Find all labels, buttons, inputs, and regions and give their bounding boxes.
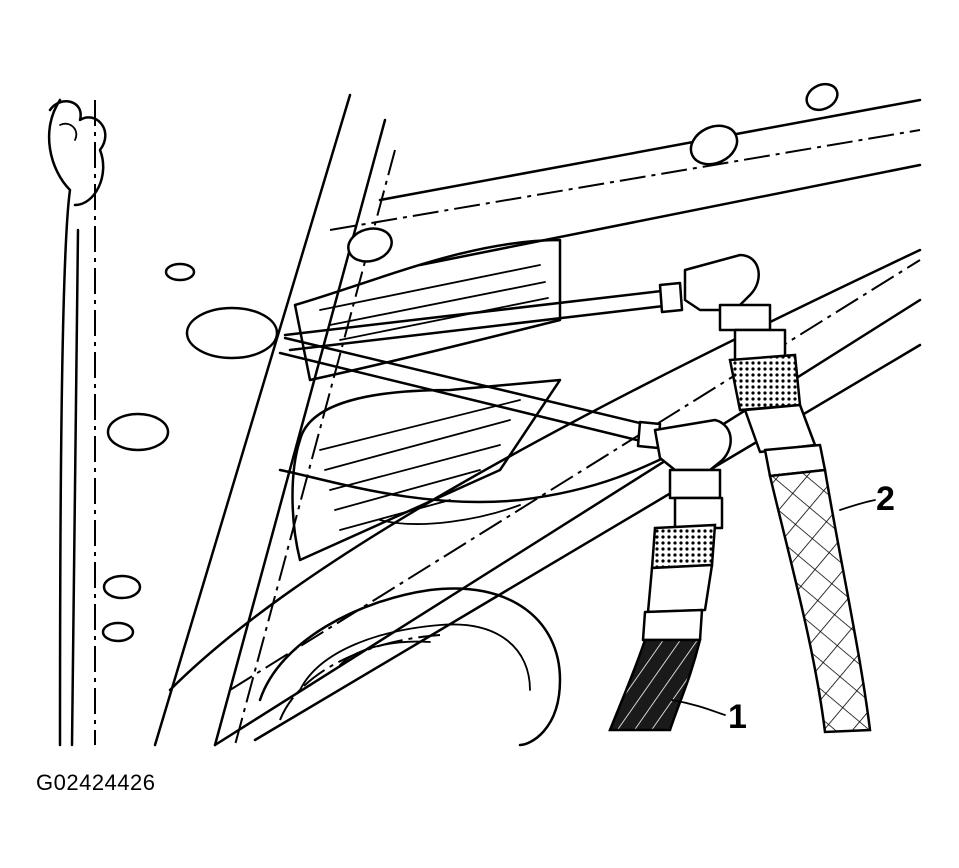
figure-id-label: G02424426 (36, 770, 156, 795)
callout-1: 1 (671, 698, 747, 736)
hose-1-assembly (608, 418, 732, 732)
hose-2-assembly (683, 253, 872, 734)
lower-wheel (258, 587, 562, 747)
rigid-pipes (278, 281, 684, 450)
left-rod (47, 98, 107, 747)
body-holes (101, 82, 839, 643)
tank-heat-shield (278, 238, 702, 562)
callout-2: 2 (839, 480, 895, 518)
callout-number-1: 1 (728, 698, 747, 736)
callout-number-2: 2 (876, 480, 895, 518)
